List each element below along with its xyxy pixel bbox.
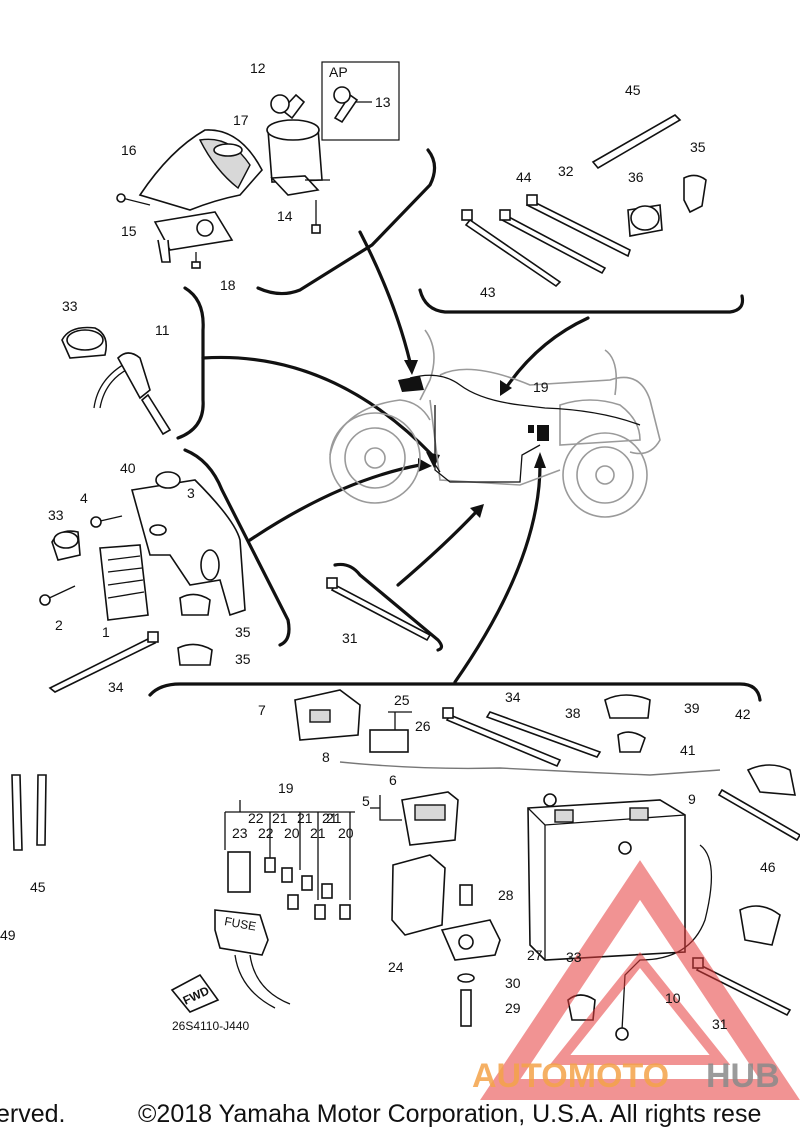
label-30: 30 xyxy=(505,975,521,991)
fuse-tree-top-4: 21 xyxy=(322,810,338,826)
label-37: 35 xyxy=(690,139,706,155)
watermark-brand-1: AUTOMOTO xyxy=(472,1057,669,1095)
watermark-triangle xyxy=(480,860,800,1100)
label-2: 2 xyxy=(55,617,63,633)
label-10: 10 xyxy=(665,990,681,1006)
fuse-tree-bottom-3: 20 xyxy=(284,825,300,841)
ignition-switch xyxy=(266,93,330,234)
parts-diagram: 12 AP 13 17 16 14 15 18 45 35 32 36 44 4… xyxy=(0,60,800,1100)
fuse-tree-top-1: 22 xyxy=(248,810,264,826)
label-31-mid: 31 xyxy=(342,630,358,646)
ap-label: AP xyxy=(329,64,348,80)
left-wire-assembly xyxy=(61,326,172,436)
fuse-tree xyxy=(170,800,355,1013)
fuse-tree-top-3: 21 xyxy=(297,810,313,826)
label-16: 16 xyxy=(121,142,137,158)
label-36: 36 xyxy=(628,169,644,185)
label-11: 11 xyxy=(155,322,170,338)
label-17: 17 xyxy=(233,112,249,128)
label-1: 1 xyxy=(102,624,110,640)
label-19-top: 19 xyxy=(533,379,549,395)
wire-harness-on-bike xyxy=(398,374,641,483)
label-38: 38 xyxy=(565,705,581,721)
label-8: 8 xyxy=(322,749,330,765)
label-32: 32 xyxy=(558,163,574,179)
motorcycle-outline xyxy=(329,329,661,518)
label-29: 29 xyxy=(505,1000,521,1016)
label-33-mid: 33 xyxy=(48,507,64,523)
label-42: 42 xyxy=(735,706,751,722)
label-31-bottom: 31 xyxy=(712,1016,728,1032)
watermark-logo: AUTOMOTO HUB xyxy=(472,1057,780,1095)
cover-assembly xyxy=(116,129,263,269)
label-5: 5 xyxy=(362,793,370,809)
label-19-fuse: 19 xyxy=(278,780,294,796)
label-6: 6 xyxy=(389,772,397,788)
label-24: 24 xyxy=(388,959,404,975)
label-28: 28 xyxy=(498,887,514,903)
regulator-assembly xyxy=(39,471,246,693)
label-33-top: 33 xyxy=(62,298,78,314)
pointer-arrows xyxy=(201,230,590,684)
label-26: 26 xyxy=(415,718,431,734)
watermark-brand-2: HUB xyxy=(706,1057,780,1095)
label-43: 43 xyxy=(480,284,496,300)
label-4: 4 xyxy=(80,490,88,506)
label-40: 40 xyxy=(120,460,136,476)
copyright-text: ©2018 Yamaha Motor Corporation, U.S.A. A… xyxy=(138,1100,762,1128)
label-44: 44 xyxy=(516,169,532,185)
label-47: 46 xyxy=(760,859,776,875)
top-right-ties xyxy=(461,114,707,288)
label-9: 9 xyxy=(688,791,696,807)
label-33-bottom: 33 xyxy=(566,949,582,965)
label-13: 13 xyxy=(375,94,391,110)
label-41: 41 xyxy=(680,742,696,758)
fuse-tree-right-1: 21 xyxy=(326,810,342,826)
label-12: 12 xyxy=(250,60,266,76)
label-35-a: 35 xyxy=(235,624,251,640)
label-15: 15 xyxy=(121,223,137,239)
copyright-fragment: erved. xyxy=(0,1100,66,1128)
fuse-tree-bottom-4: 21 xyxy=(310,825,326,841)
label-7: 7 xyxy=(258,702,266,718)
bottom-parts xyxy=(11,689,800,1041)
label-18: 18 xyxy=(220,277,236,293)
fuse-label: FUSE xyxy=(223,914,257,933)
label-34-bottom: 34 xyxy=(505,689,521,705)
label-35-b: 35 xyxy=(235,651,251,667)
fuse-tree-right-2: 20 xyxy=(338,825,354,841)
fuse-tree-top-2: 21 xyxy=(272,810,288,826)
label-27: 27 xyxy=(527,947,543,963)
group-brackets xyxy=(148,148,762,702)
label-45: 45 xyxy=(30,879,46,895)
tie-31 xyxy=(326,577,432,642)
fuse-tree-bottom-1: 23 xyxy=(232,825,248,841)
drawing-reference: 26S4110-J440 xyxy=(172,1019,250,1033)
part-labels: 12 AP 13 17 16 14 15 18 45 35 32 36 44 4… xyxy=(0,60,776,1033)
label-34-left: 34 xyxy=(108,679,124,695)
fuse-tree-bottom-2: 22 xyxy=(258,825,274,841)
label-14: 14 xyxy=(277,208,293,224)
ap-key-box xyxy=(321,61,400,141)
label-39: 39 xyxy=(684,700,700,716)
label-3: 3 xyxy=(187,485,195,501)
label-49: 49 xyxy=(0,927,16,943)
label-25: 25 xyxy=(394,692,410,708)
label-46: 45 xyxy=(625,82,641,98)
